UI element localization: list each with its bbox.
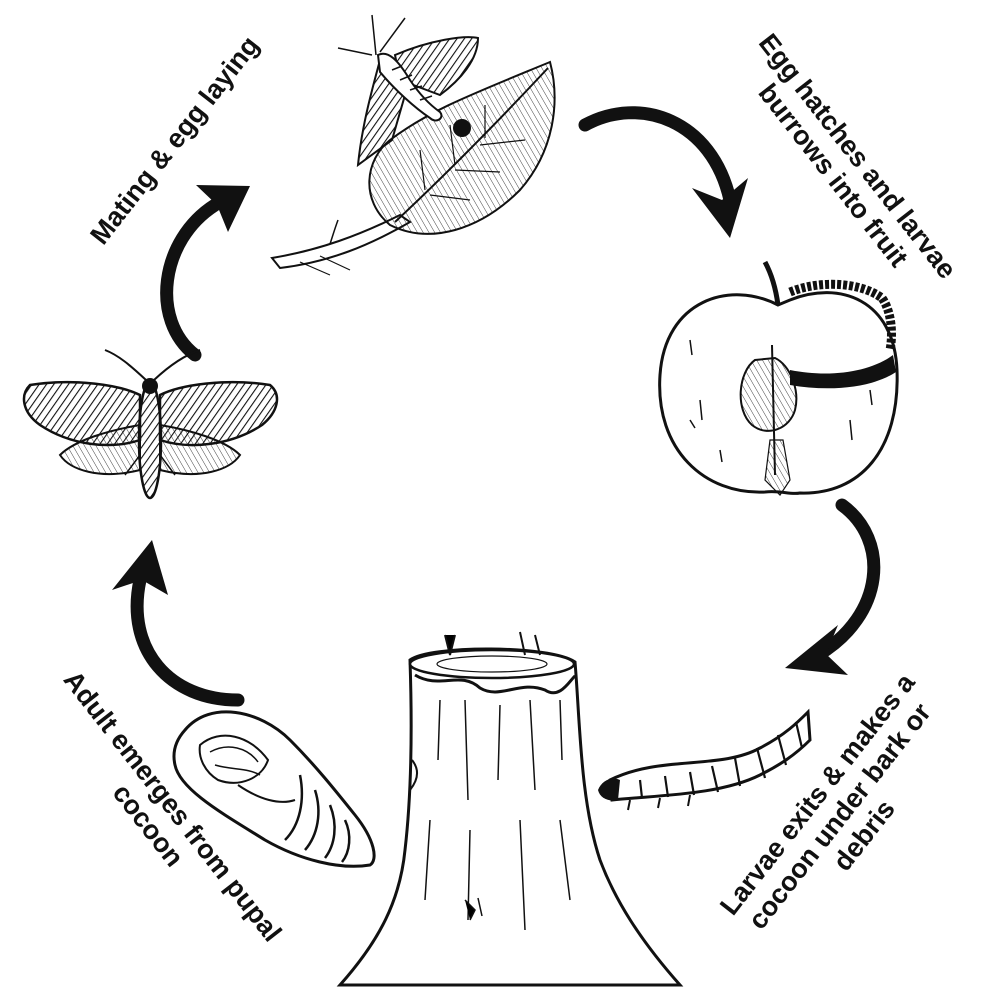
arrow-bottom-left [112, 540, 245, 707]
arrow-top-left [160, 185, 250, 362]
apple-with-larva-icon [658, 260, 899, 496]
moth-on-leaf-icon [270, 14, 556, 276]
larva-icon [598, 708, 812, 811]
pupa-cocoon-icon [172, 710, 376, 868]
arrow-top-right [578, 106, 748, 238]
tree-stump-icon [336, 631, 684, 987]
adult-moth-icon [22, 349, 279, 500]
arrow-right [785, 498, 881, 675]
